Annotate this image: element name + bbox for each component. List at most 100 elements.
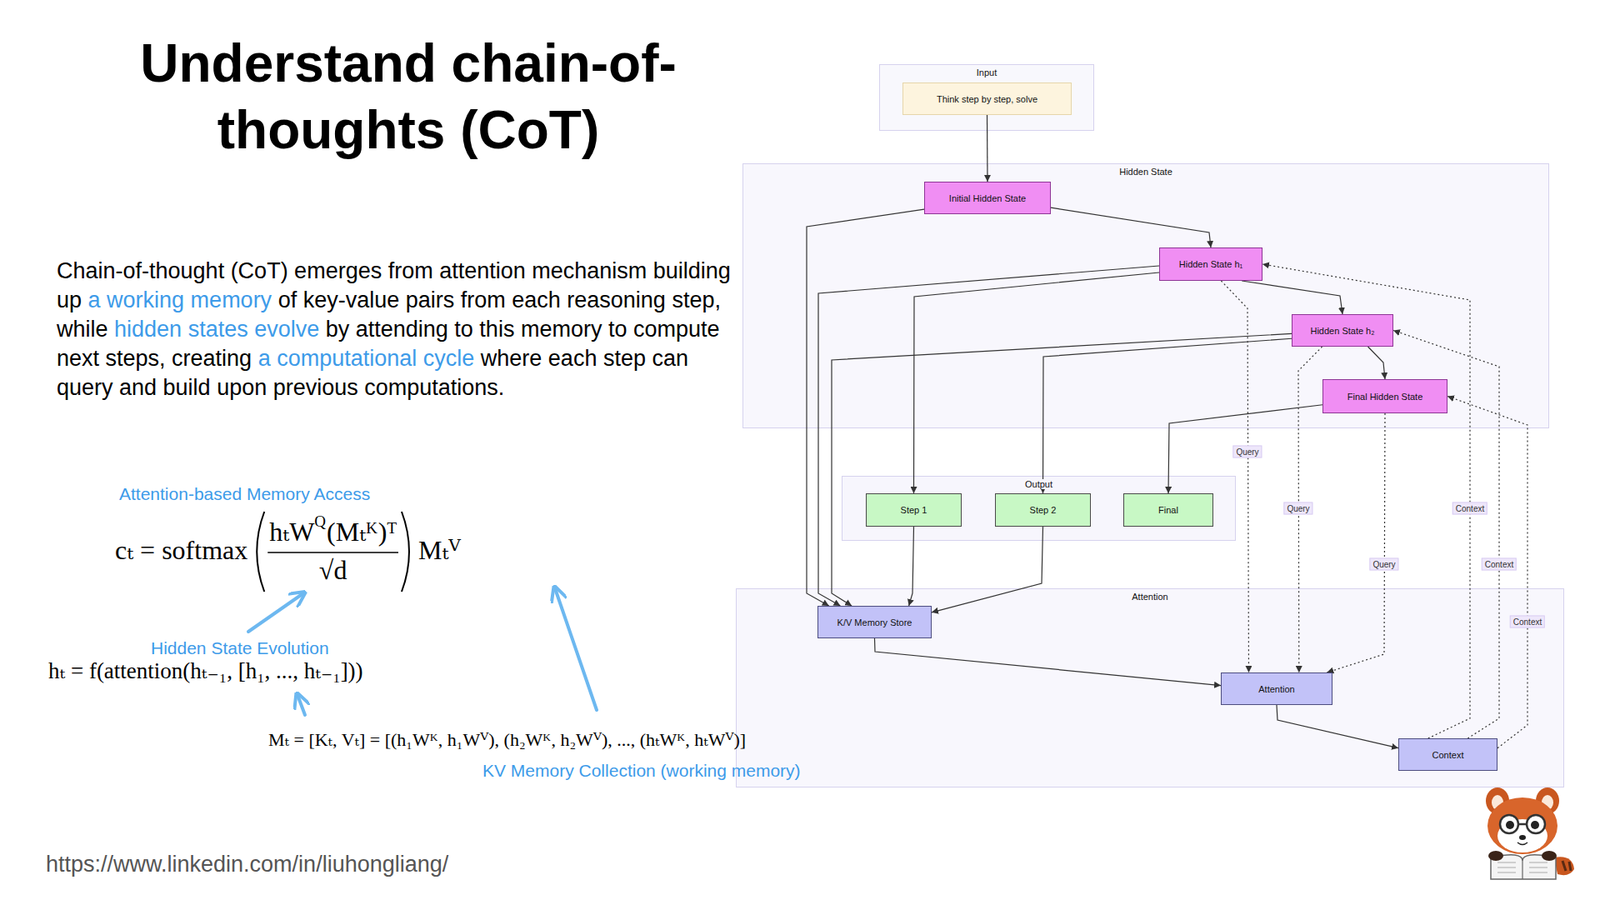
formula-part-box: √d: [319, 556, 348, 584]
formula-part-box: hₜW: [269, 518, 315, 545]
formula-part: Mₜⱽ: [418, 535, 461, 565]
body-paragraph: Chain-of-thought (CoT) emerges from atte…: [56, 256, 749, 403]
box-label: Hidden State h₁: [1179, 259, 1243, 270]
paren: [256, 511, 265, 592]
connector: [909, 526, 915, 606]
formula-part-box: (Mₜᴷ)ᵀ: [326, 518, 397, 545]
red-panda-mascot: [1472, 780, 1579, 881]
annotation-label: Attention-based Memory Access: [119, 484, 370, 504]
dotted-connector: [1447, 396, 1528, 749]
hidden-state-box: Initial Hidden State: [924, 181, 1051, 215]
edge-label: Context: [1485, 560, 1514, 570]
edge-label: Query: [1372, 560, 1395, 570]
highlight-text: hidden states evolve: [114, 316, 320, 342]
label-box: KV Memory Collection (working memory): [482, 760, 801, 781]
formula-part: Q: [314, 512, 326, 530]
edge-label-patch: Query: [1232, 445, 1262, 459]
group-region: OutputStep 1 Step 2 Final: [841, 475, 1236, 541]
annotation-arrow: [297, 695, 305, 715]
edge-label-patch: Context: [1510, 615, 1545, 629]
annotation-label: KV Memory Collection (working memory): [482, 760, 801, 780]
connector: [818, 265, 1160, 606]
input-box: Think step by step, solve: [902, 82, 1072, 115]
dotted-connector: [1220, 280, 1249, 673]
attention-box: Attention: [1220, 672, 1333, 705]
hidden-state-box: Hidden State h₂: [1291, 314, 1394, 347]
box-label: Think step by step, solve: [936, 94, 1038, 105]
edge-label-patch: Query: [1369, 558, 1399, 571]
formula: Mₜ = [Kₜ, Vₜ] = [(h₁Wᴷ, h₁Wⱽ), (h₂Wᴷ, h₂…: [268, 729, 746, 750]
output-box: Final: [1123, 493, 1214, 527]
group-region: AttentionK/V Memory StoreAttentionContex…: [735, 588, 1565, 788]
url-text: https://www.linkedin.com/in/liuhongliang…: [45, 851, 449, 877]
group-region: Hidden StateInitial Hidden StateHidden S…: [742, 163, 1550, 429]
formula-part: √d: [319, 555, 348, 585]
formula-part-box: cₜ = softmax: [115, 536, 248, 564]
highlight-text: a working memory: [88, 287, 273, 313]
connector: [1276, 705, 1399, 749]
box-label: K/V Memory Store: [837, 617, 913, 628]
formula-part: (Mₜᴷ)ᵀ: [326, 516, 397, 547]
box-label: Initial Hidden State: [949, 193, 1026, 204]
group-title: Attention: [1128, 591, 1171, 602]
label-box: Mₜ = [Kₜ, Vₜ] = [(h₁Wᴷ, h₁Wⱽ), (h₂Wᴷ, h₂…: [268, 730, 746, 750]
group-title: Input: [973, 67, 1000, 78]
connector: [1241, 280, 1343, 315]
edge-label-patch: Context: [1452, 502, 1488, 515]
formula-part-box: Q: [314, 513, 326, 530]
attention-box: Context: [1398, 738, 1498, 771]
connector: [986, 115, 989, 182]
formula: hₜ = f(attention(hₜ₋₁, [h₁, ..., hₜ₋₁])): [48, 658, 364, 684]
formula-strokes: [256, 511, 410, 592]
box-label: Attention: [1258, 684, 1295, 695]
slide-title: Understand chain-of-thoughts (CoT): [140, 33, 677, 160]
annotation-label: Hidden State Evolution: [150, 638, 330, 658]
fraction-bar: [267, 551, 399, 554]
formula-part: hₜW: [269, 516, 315, 547]
connector: [831, 333, 1292, 606]
box-label: Final Hidden State: [1347, 391, 1424, 402]
hidden-state-box: Final Hidden State: [1322, 379, 1448, 414]
group-title: Hidden State: [1115, 166, 1176, 177]
label-box: https://www.linkedin.com/in/liuhongliang…: [45, 851, 449, 878]
connector: [806, 209, 925, 606]
annotation-arrow: [555, 588, 597, 710]
connector: [1050, 207, 1211, 248]
edge-label-patch: Context: [1481, 558, 1517, 571]
edge-label: Context: [1455, 504, 1485, 514]
label-box: Attention-based Memory Access: [119, 484, 370, 505]
highlight-text: a computational cycle: [258, 345, 475, 371]
edge-label: Query: [1286, 504, 1310, 514]
edge-label: Query: [1235, 447, 1259, 457]
dotted-connector: [1326, 413, 1385, 673]
output-box: Step 2: [995, 493, 1091, 527]
hidden-state-box: Hidden State h₁: [1159, 247, 1263, 281]
edge-label-patch: Query: [1283, 502, 1313, 515]
group-region: InputThink step by step, solve: [879, 64, 1095, 131]
box-label: Step 2: [1030, 505, 1057, 515]
annotation-arrow: [248, 593, 304, 632]
connector: [931, 526, 1044, 613]
paren: [401, 511, 410, 592]
label-box: Hidden State Evolution: [150, 638, 330, 659]
edge-label: Context: [1513, 617, 1542, 627]
box-label: Step 1: [900, 505, 928, 515]
output-box: Step 1: [865, 493, 962, 527]
connector: [875, 638, 1222, 686]
box-label: Final: [1158, 505, 1179, 515]
connector: [914, 272, 1160, 494]
label-box: hₜ = f(attention(hₜ₋₁, [h₁, ..., hₜ₋₁])): [48, 660, 364, 683]
slide-title-box: Understand chain-of-thoughts (CoT): [108, 30, 709, 164]
attention-box: K/V Memory Store: [817, 605, 932, 639]
box-label: Hidden State h₂: [1310, 325, 1375, 336]
connector: [1368, 346, 1386, 380]
connector: [1043, 338, 1293, 494]
box-label: Context: [1432, 750, 1465, 760]
formula-part-box: Mₜⱽ: [418, 536, 461, 564]
dotted-connector: [1393, 330, 1500, 740]
formula-part: cₜ = softmax: [115, 535, 248, 565]
connector: [1168, 405, 1323, 494]
group-title: Output: [1021, 479, 1056, 490]
dotted-connector: [1262, 264, 1470, 739]
